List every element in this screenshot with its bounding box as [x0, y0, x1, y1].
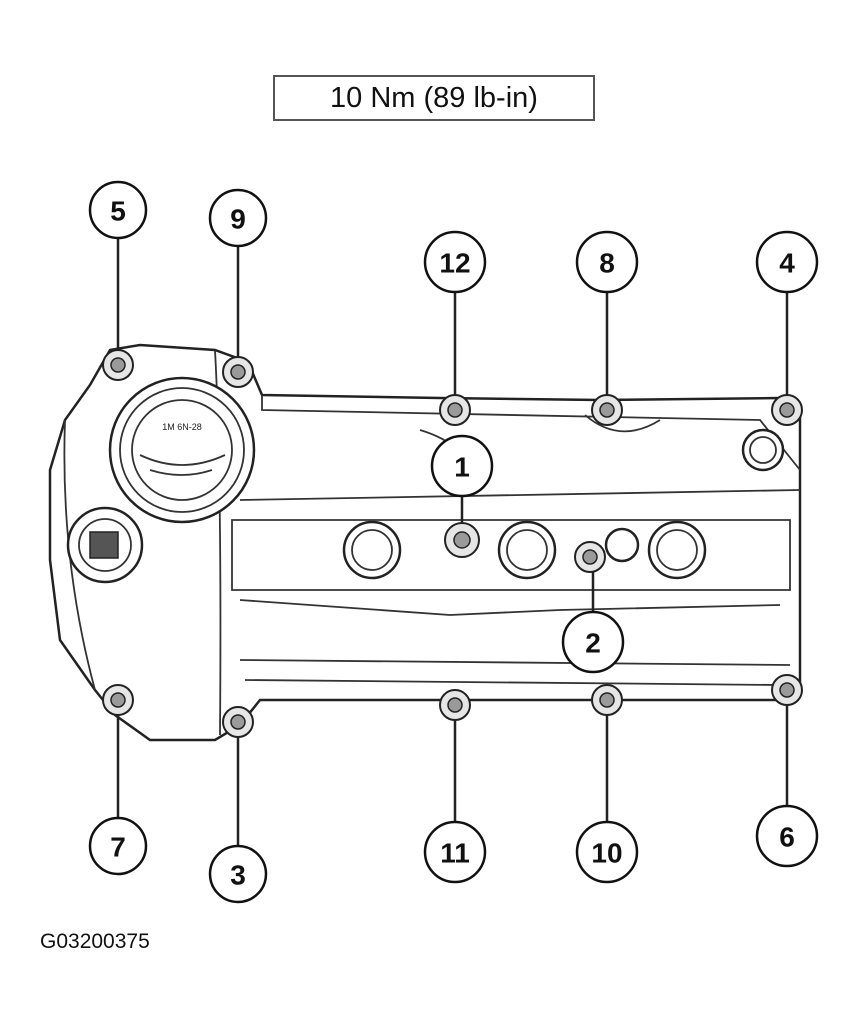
- bolt-2: [574, 541, 606, 573]
- leader-lines: [116, 238, 789, 846]
- bolt-5: [102, 349, 134, 381]
- callout-3: 3: [208, 844, 268, 904]
- callout-8: 8: [575, 230, 639, 294]
- callout-12: 12: [423, 230, 487, 294]
- small-plug: [604, 527, 640, 563]
- callout-number: 12: [439, 248, 470, 279]
- bolt-3: [222, 706, 254, 738]
- callout-11: 11: [423, 820, 487, 884]
- callout-number: 6: [779, 822, 795, 853]
- callout-2: 2: [561, 610, 625, 674]
- callout-number: 2: [585, 628, 601, 659]
- bolt-6: [771, 674, 803, 706]
- callout-5: 5: [88, 180, 148, 240]
- bolt-9: [222, 356, 254, 388]
- callout-number: 4: [779, 248, 795, 279]
- callout-9: 9: [208, 188, 268, 248]
- callout-number: 3: [230, 860, 246, 891]
- callout-number: 1: [454, 452, 470, 483]
- figure-id: G03200375: [40, 930, 150, 953]
- bolt-12: [439, 394, 471, 426]
- bolt-8: [591, 394, 623, 426]
- oil-filler-cap: 1M 6N-28: [108, 376, 256, 524]
- torque-spec-label: 10 Nm (89 lb-in): [273, 75, 595, 121]
- callout-10: 10: [575, 820, 639, 884]
- pcv-valve: [66, 506, 144, 584]
- callout-6: 6: [755, 804, 819, 868]
- callout-number: 11: [440, 838, 470, 869]
- bolt-4: [771, 394, 803, 426]
- callout-number: 10: [591, 838, 622, 869]
- callout-7: 7: [88, 816, 148, 876]
- oil-cap-marking: 1M 6N-28: [162, 422, 202, 432]
- bolt-10: [591, 684, 623, 716]
- spark-plug-tube-1: [342, 520, 402, 580]
- callout-1: 1: [430, 434, 494, 498]
- callout-number: 7: [110, 832, 126, 863]
- spark-plug-tube-3: [647, 520, 707, 580]
- rear-plug: [741, 428, 785, 472]
- torque-spec-text: 10 Nm (89 lb-in): [330, 81, 538, 114]
- spark-plug-tube-2: [497, 520, 557, 580]
- bolt-7: [102, 684, 134, 716]
- callout-number: 5: [110, 196, 126, 227]
- bolt-11: [439, 689, 471, 721]
- callout-number: 8: [599, 248, 615, 279]
- bolt-1: [444, 522, 480, 558]
- callout-4: 4: [755, 230, 819, 294]
- callout-number: 9: [230, 204, 246, 235]
